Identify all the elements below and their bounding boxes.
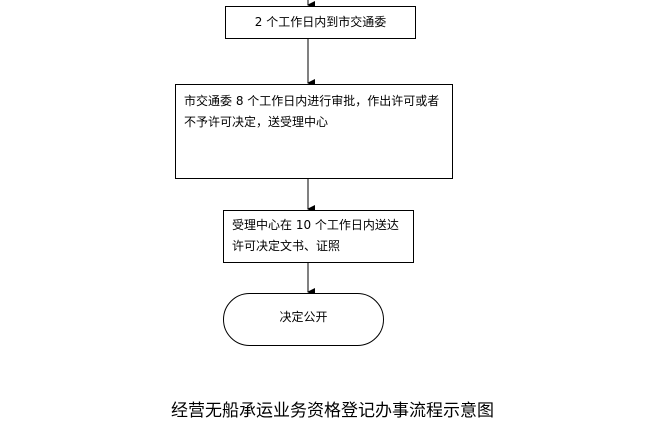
step-text: 2 个工作日内到市交通委 [254,15,387,29]
step-text: 受理中心在 10 个工作日内送达许可决定文书、证照 [232,218,399,253]
step-text: 市交通委 8 个工作日内进行审批，作出许可或者不予许可决定，送受理中心 [184,94,440,129]
step-deliver-box: 受理中心在 10 个工作日内送达许可决定文书、证照 [223,210,414,263]
step-publish-terminal: 决定公开 [223,293,384,346]
step-transfer-box: 2 个工作日内到市交通委 [225,6,416,39]
step-review-box: 市交通委 8 个工作日内进行审批，作出许可或者不予许可决定，送受理中心 [175,84,453,179]
step-text: 决定公开 [279,310,328,324]
diagram-caption: 经营无船承运业务资格登记办事流程示意图 [171,401,494,421]
